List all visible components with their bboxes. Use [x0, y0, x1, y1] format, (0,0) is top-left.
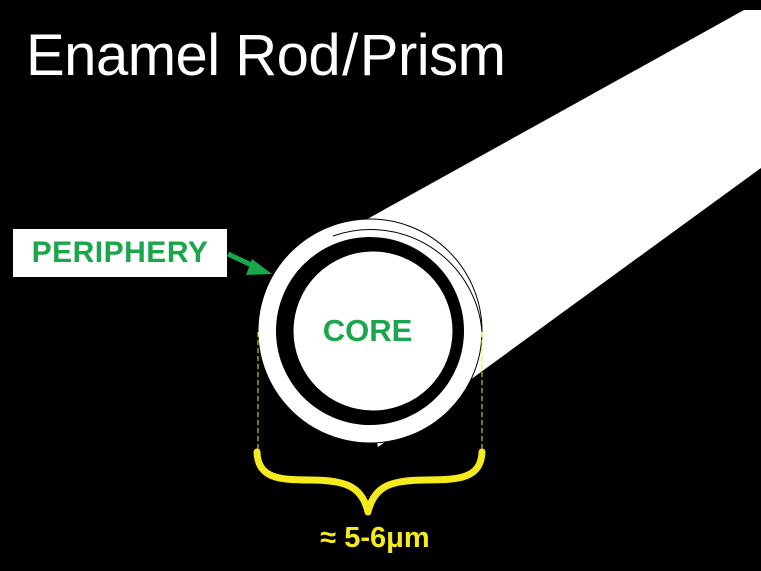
rod-back-rim [332, 229, 483, 332]
slide-title: Enamel Rod/Prism [26, 22, 506, 89]
title-part-2: Prism [359, 23, 506, 88]
title-separator: / [342, 23, 358, 88]
core-inner-edge [411, 257, 461, 396]
core-label: CORE [322, 313, 413, 348]
periphery-label: PERIPHERY [31, 236, 209, 269]
title-part-1: Enamel Rod [26, 23, 341, 88]
periphery-label-box: PERIPHERY [13, 229, 227, 277]
periphery-arrow-head [246, 259, 272, 275]
dimension-brace [253, 448, 486, 516]
core-circle [292, 250, 454, 412]
size-label: ≈ 5-6μm [320, 522, 430, 554]
